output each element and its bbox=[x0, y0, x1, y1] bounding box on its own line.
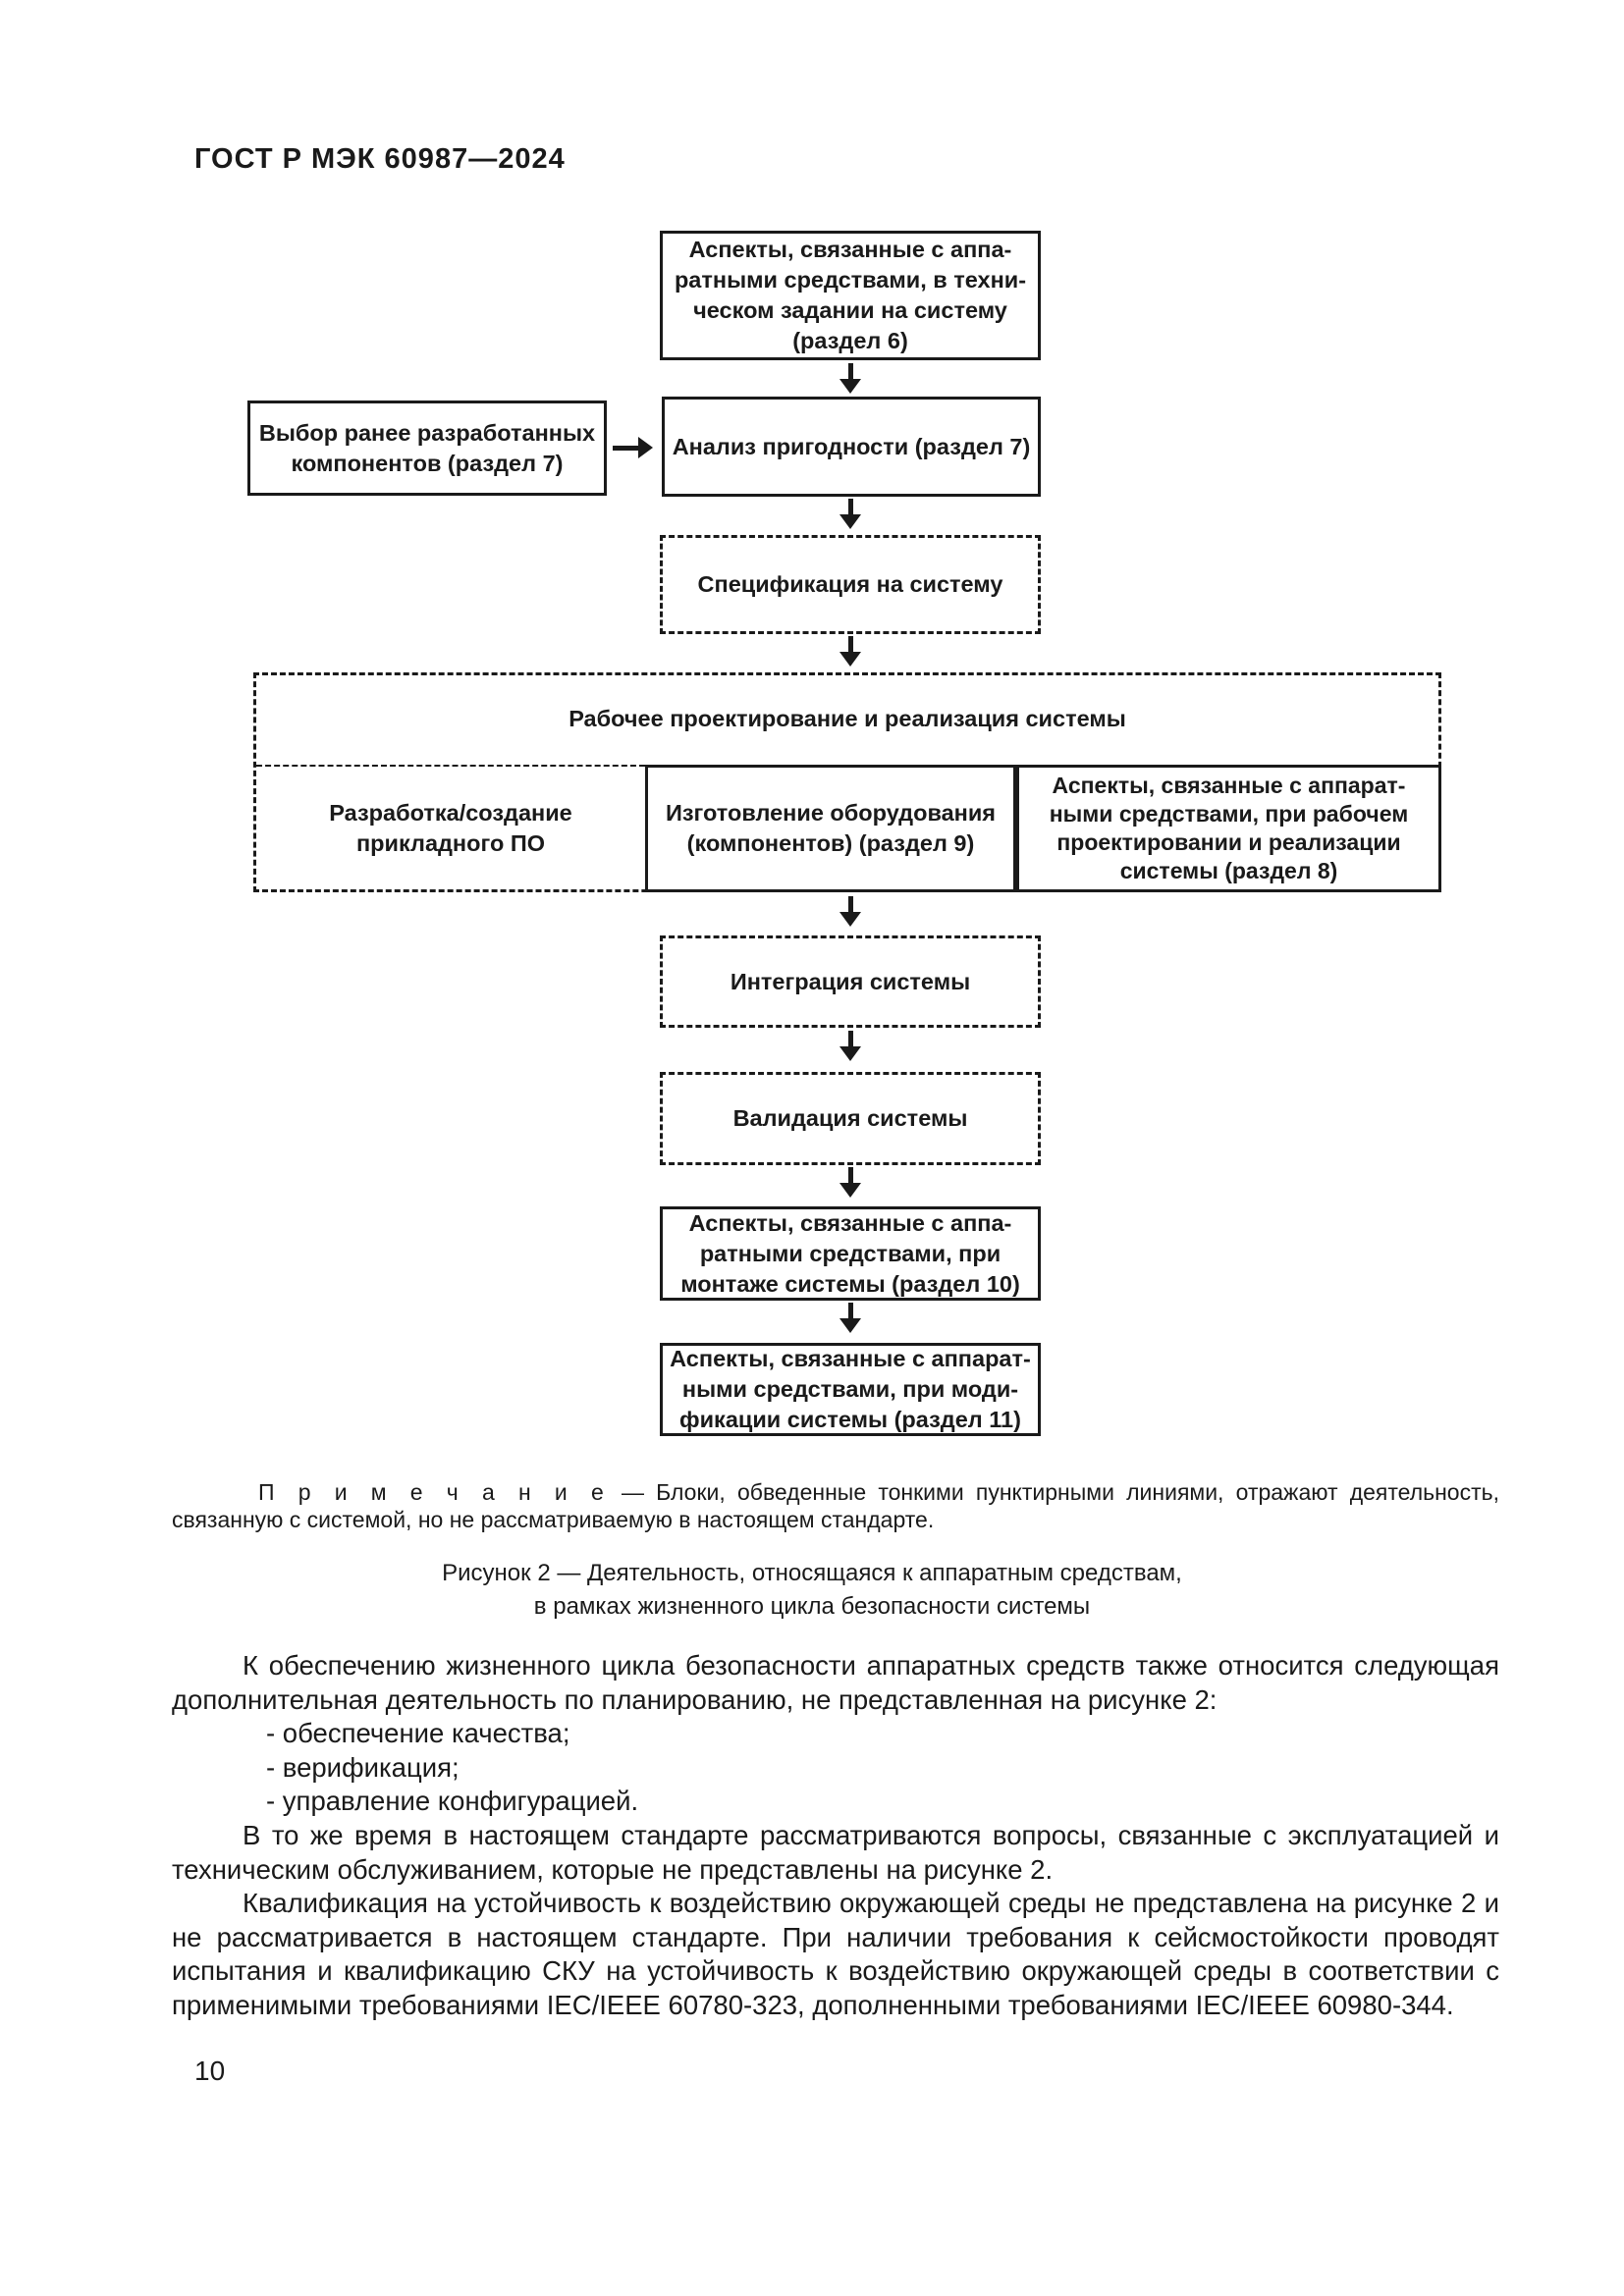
arrow-down-icon bbox=[839, 1031, 862, 1061]
flowchart-box-system-specification: Спецификация на систему bbox=[660, 535, 1041, 634]
body-text: К обеспечению жизненного цикла безопасно… bbox=[172, 1649, 1499, 2023]
box-label: Выбор ранее разработанных компонентов (р… bbox=[258, 419, 596, 476]
box-label: Спецификация на систему bbox=[697, 571, 1003, 597]
arrow-down-icon bbox=[839, 499, 862, 529]
arrow-down-icon bbox=[839, 363, 862, 394]
figure-note: П р и м е ч а н и е — Блоки, обведенные … bbox=[172, 1478, 1499, 1533]
arrow-down-icon bbox=[839, 1167, 862, 1198]
dashed-divider bbox=[256, 765, 645, 768]
flowchart-cell-hardware-aspects-design: Аспекты, связанные с аппарат- ными средс… bbox=[1016, 765, 1441, 892]
flowchart-box-hardware-aspects-requirements: Аспекты, связанные с аппа- ратными средс… bbox=[660, 231, 1041, 360]
list-item: - обеспечение качества; bbox=[266, 1718, 570, 1749]
figure-caption: Рисунок 2 — Деятельность, относящаяся к … bbox=[442, 1560, 1182, 1620]
paragraph: Квалификация на устойчивость к воздейств… bbox=[172, 1888, 1499, 2020]
box-label: Аспекты, связанные с аппа- ратными средс… bbox=[674, 237, 1027, 353]
flowchart-box-system-integration: Интеграция системы bbox=[660, 935, 1041, 1028]
arrow-down-icon bbox=[839, 1303, 862, 1333]
box-label: Аспекты, связанные с аппарат- ными средс… bbox=[670, 1346, 1031, 1432]
flowchart-cell-application-software: Разработка/создание прикладного ПО bbox=[256, 767, 645, 889]
flowchart-box-suitability-analysis: Анализ пригодности (раздел 7) bbox=[662, 397, 1041, 497]
note-label: П р и м е ч а н и е bbox=[258, 1479, 610, 1505]
box-label: Интеграция системы bbox=[730, 968, 971, 994]
box-label: Валидация системы bbox=[732, 1105, 968, 1131]
paragraph: В то же время в настоящем стандарте расс… bbox=[172, 1819, 1499, 1885]
flowchart-cell-equipment-manufacturing: Изготовление оборудования (компонентов) … bbox=[645, 765, 1016, 892]
paragraph: К обеспечению жизненного цикла безопасно… bbox=[172, 1650, 1499, 1715]
list-item: - управление конфигурацией. bbox=[266, 1786, 639, 1817]
note-text: — Блоки, обведенные тонкими пунктирными … bbox=[172, 1479, 1499, 1532]
flowchart-box-system-validation: Валидация системы bbox=[660, 1072, 1041, 1165]
list-item: - верификация; bbox=[266, 1751, 460, 1783]
page-number: 10 bbox=[194, 2056, 226, 2086]
flowchart-box-hardware-aspects-modification: Аспекты, связанные с аппарат- ными средс… bbox=[660, 1343, 1041, 1436]
document-header: ГОСТ Р МЭК 60987—2024 bbox=[194, 143, 566, 175]
flowchart-box-hardware-aspects-installation: Аспекты, связанные с аппа- ратными средс… bbox=[660, 1206, 1041, 1301]
box-label: Изготовление оборудования (компонентов) … bbox=[665, 800, 997, 856]
flowchart-box-preexisting-components: Выбор ранее разработанных компонентов (р… bbox=[247, 400, 607, 496]
flowchart-composite-title: Рабочее проектирование и реализация сист… bbox=[568, 705, 1126, 731]
arrow-right-icon bbox=[613, 434, 653, 461]
box-label: Разработка/создание прикладного ПО bbox=[329, 799, 572, 856]
box-label: Анализ пригодности (раздел 7) bbox=[672, 433, 1031, 459]
arrow-down-icon bbox=[839, 636, 862, 667]
arrow-down-icon bbox=[839, 896, 862, 927]
box-label: Аспекты, связанные с аппа- ратными средс… bbox=[680, 1209, 1020, 1297]
box-label: Аспекты, связанные с аппарат- ными средс… bbox=[1049, 773, 1409, 883]
